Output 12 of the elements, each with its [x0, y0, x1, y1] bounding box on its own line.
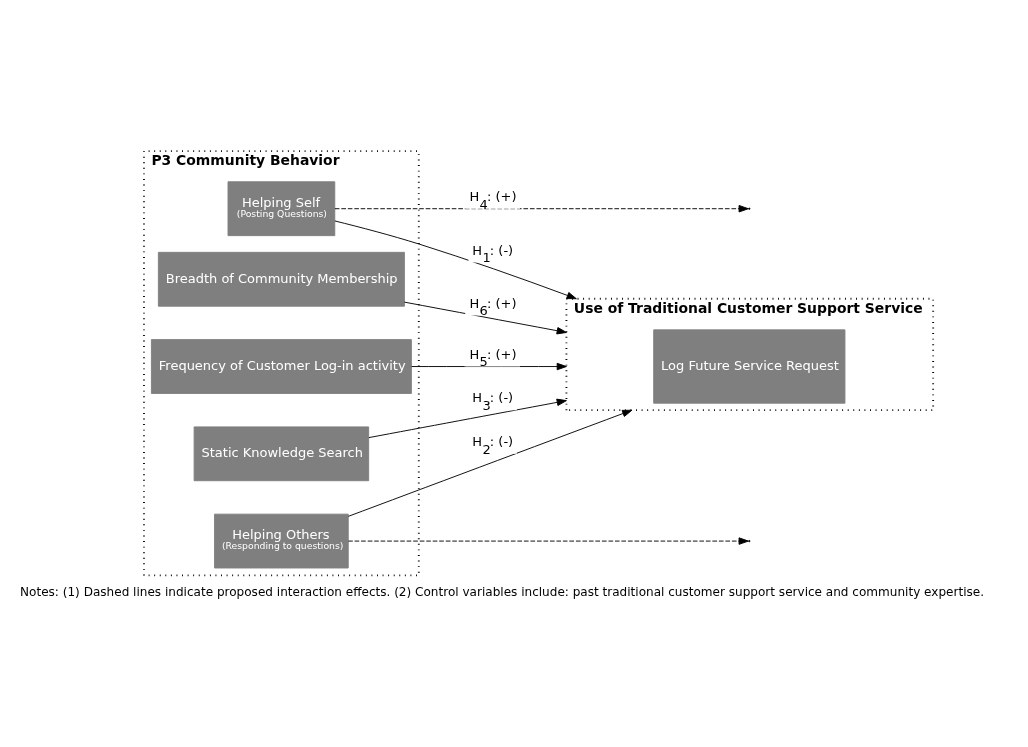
node-box: Log Future Service Request — [653, 329, 846, 404]
arrow — [334, 205, 749, 213]
node-box: Static Knowledge Search — [193, 426, 370, 482]
arrow — [404, 301, 567, 335]
node-box: Breadth of Community Membership — [157, 251, 405, 307]
node-box: Helping Self (Posting Questions) — [227, 181, 336, 237]
arrow — [334, 220, 577, 300]
node-box: Frequency of Customer Log-in activity — [150, 339, 412, 394]
node-box: Helping Others (Responding to questions) — [214, 513, 349, 569]
arrow — [347, 409, 633, 517]
arrow — [368, 398, 567, 439]
caption: Notes: (1) Dashed lines indicate proposed interaction effects. (2) Control variables include: past traditional customer support service and community expertise. — [20, 585, 985, 600]
